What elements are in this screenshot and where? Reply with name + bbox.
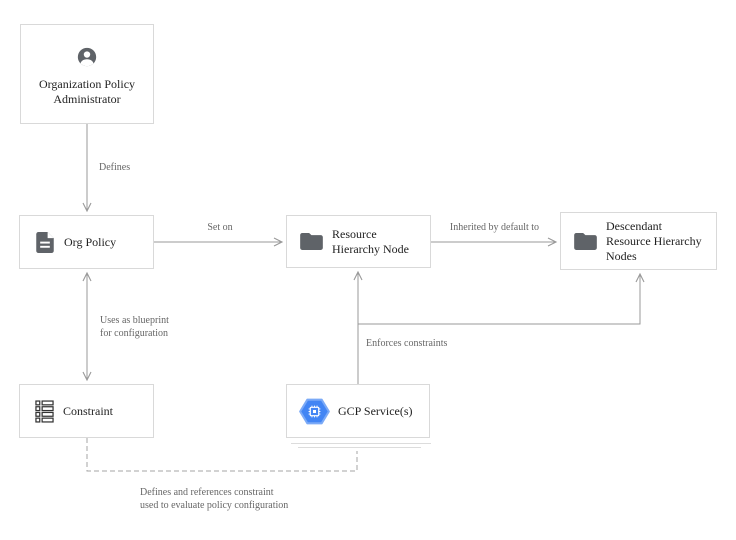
document-icon (36, 231, 54, 253)
gcp-hexagon-icon (299, 398, 330, 425)
edge-label-inherited-by-default: Inherited by default to (429, 222, 560, 235)
edge-label-defines: Defines (99, 162, 130, 175)
edge-label-text: Set on (207, 222, 233, 233)
edge-enforces-branch-line[interactable] (358, 272, 645, 325)
node-constraint[interactable]: Constraint (19, 384, 154, 438)
edge-label-defines-references-constraint: Defines and references constraint used t… (140, 487, 288, 512)
node-label-line: Resource (332, 226, 377, 241)
node-label-line: Organization Policy (38, 77, 136, 91)
folder-icon (300, 233, 323, 250)
edge-label-text: Enforces constraints (366, 338, 448, 349)
edge-label-text: used to evaluate policy configuration (140, 499, 289, 511)
node-resource-hierarchy-node[interactable]: Resource Hierarchy Node (286, 215, 431, 268)
node-label-line: GCP Service(s) (338, 403, 413, 418)
node-label-line: Constraint (63, 403, 113, 418)
node-label: Constraint (63, 404, 113, 419)
node-label-line: Hierarchy Node (332, 241, 409, 256)
node-label: GCP Service(s) (338, 404, 413, 419)
gcp-stack-line-2 (298, 447, 421, 448)
edge-label-text: Inherited by default to (449, 222, 540, 233)
node-gcp-services[interactable]: GCP Service(s) (286, 384, 430, 438)
node-label: Resource Hierarchy Node (332, 227, 409, 257)
node-label-line: Descendant (606, 218, 662, 233)
gcp-stack-line-1 (291, 443, 431, 444)
person-icon (76, 46, 98, 68)
edge-label-text: Defines and references constraint (140, 487, 274, 498)
edge-constraint-eval-line[interactable] (86, 438, 358, 472)
node-label: Descendant Resource Hierarchy Nodes (606, 219, 702, 264)
edge-label-enforces-constraints: Enforces constraints (366, 338, 447, 351)
edge-label-uses-as-blueprint: Uses as blueprint for configuration (100, 315, 169, 340)
edge-label-text: for configuration (100, 327, 169, 339)
node-label-line: Nodes (606, 248, 637, 263)
edge-label-set-on: Set on (154, 222, 286, 235)
node-label-line: Org Policy (64, 234, 117, 249)
node-organization-policy-administrator[interactable]: Organization Policy Administrator (20, 24, 154, 124)
edge-label-text: Defines (99, 162, 131, 173)
list-icon (35, 399, 54, 423)
node-label-line: Resource Hierarchy (606, 233, 702, 248)
node-org-policy[interactable]: Org Policy (19, 215, 154, 269)
edge-label-text: Uses as blueprint (100, 315, 169, 326)
node-label: Organization Policy Administrator (39, 77, 135, 107)
node-label-line: Administrator (53, 92, 121, 106)
node-descendant-resource-hierarchy-nodes[interactable]: Descendant Resource Hierarchy Nodes (560, 212, 717, 270)
folder-icon (574, 232, 597, 250)
node-label: Org Policy (64, 235, 116, 250)
